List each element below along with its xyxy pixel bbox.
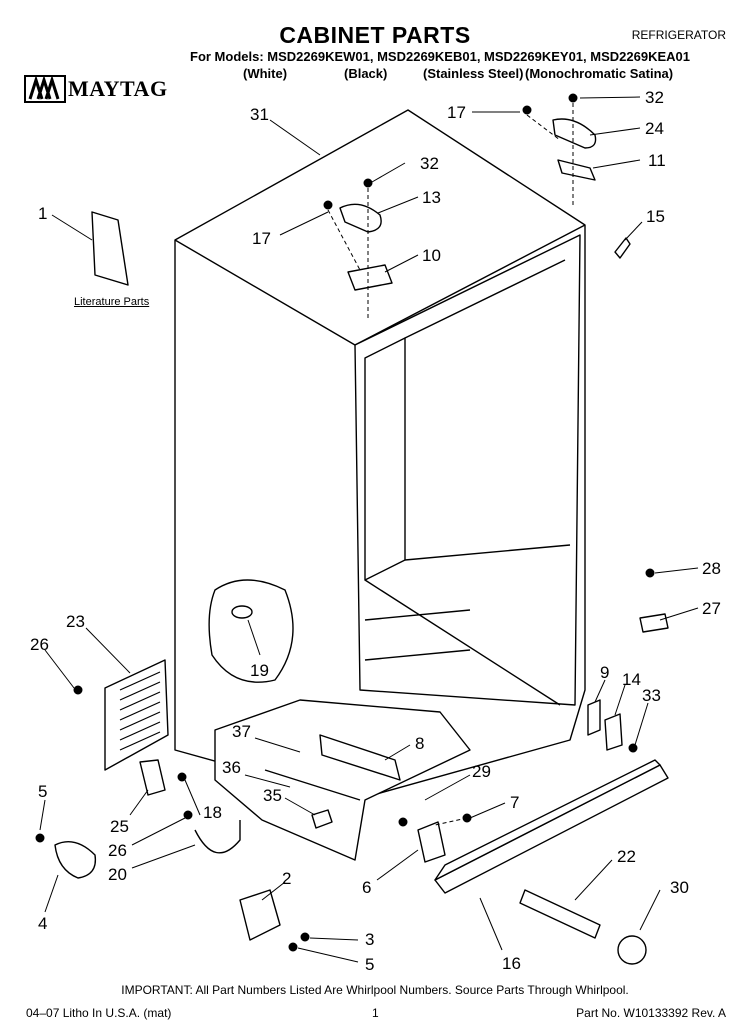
hinge-11 <box>557 159 596 181</box>
callout: 17 <box>447 103 466 122</box>
callout: 19 <box>250 661 269 680</box>
bracket-2 <box>239 889 281 941</box>
maytag-m-icon <box>24 75 66 103</box>
callout: 5 <box>38 782 47 801</box>
callout: 30 <box>670 878 689 897</box>
hinge-cover-24 <box>552 118 597 149</box>
callout: 35 <box>263 786 282 805</box>
bracket-27 <box>639 613 669 633</box>
bracket-25 <box>139 759 166 796</box>
footer-part-number: Part No. W10133392 Rev. A <box>576 1006 726 1020</box>
callout: 29 <box>472 762 491 781</box>
filter-22 <box>519 889 601 939</box>
callout: 27 <box>702 599 721 618</box>
cabinet-front-opening <box>354 234 581 706</box>
bracket-9 <box>587 699 601 736</box>
tube-8 <box>319 734 401 781</box>
part-15 <box>614 237 631 259</box>
callout: 28 <box>702 559 721 578</box>
callout: 2 <box>282 869 291 888</box>
callout: 1 <box>38 204 47 223</box>
callout: 20 <box>108 865 127 884</box>
callout: 9 <box>600 663 609 682</box>
callout: 16 <box>502 954 521 973</box>
footer-note: IMPORTANT: All Part Numbers Listed Are W… <box>121 983 629 997</box>
callout: 10 <box>422 246 441 265</box>
literature-parts-label: Literature Parts <box>74 296 150 308</box>
footer-litho: 04–07 Litho In U.S.A. (mat) <box>26 1006 172 1020</box>
hinge-cover-13 <box>339 203 382 233</box>
cap-30 <box>617 935 647 965</box>
literature-booklet <box>91 211 129 286</box>
callout: 26 <box>108 841 127 860</box>
callout: 17 <box>252 229 271 248</box>
callout: 33 <box>642 686 661 705</box>
callout: 32 <box>645 88 664 107</box>
callout: 8 <box>415 734 424 753</box>
leveler-4 <box>54 841 97 879</box>
callout: 31 <box>250 105 269 124</box>
callout: 23 <box>66 612 85 631</box>
model-variants: (White) (Black) (Stainless Steel) (Monoc… <box>0 66 750 82</box>
toe-grille-16 <box>434 764 669 894</box>
hose-20 <box>194 820 241 854</box>
brand-name: MAYTAG <box>68 76 168 101</box>
hinge-10 <box>347 264 393 291</box>
callout: 18 <box>203 803 222 822</box>
callout: 25 <box>110 817 129 836</box>
callout: 4 <box>38 914 47 933</box>
page-number: 1 <box>372 1006 379 1020</box>
bracket-14 <box>604 713 623 751</box>
maytag-logo: MAYTAG <box>24 72 194 106</box>
callout: 24 <box>645 119 664 138</box>
machine-compartment <box>214 699 471 861</box>
callout: 15 <box>646 207 665 226</box>
category-label: REFRIGERATOR <box>631 28 726 42</box>
rod-36 <box>264 769 361 801</box>
callout: 14 <box>622 670 641 689</box>
callout: 32 <box>420 154 439 173</box>
models-line: For Models: MSD2269KEW01, MSD2269KEB01, … <box>190 49 690 64</box>
page-title: CABINET PARTS <box>279 22 471 48</box>
callout: 3 <box>365 930 374 949</box>
callout: 11 <box>648 151 666 170</box>
variant-stainless: (Stainless Steel) <box>423 66 524 81</box>
variant-black: (Black) <box>344 66 388 81</box>
block-35 <box>311 809 333 829</box>
callout: 13 <box>422 188 441 207</box>
variant-satina: (Monochromatic Satina) <box>525 66 674 81</box>
rear-vent-23 <box>104 659 169 771</box>
callout: 22 <box>617 847 636 866</box>
detail-bubble-19 <box>208 579 294 683</box>
bracket-6 <box>417 821 446 863</box>
callout: 36 <box>222 758 241 777</box>
callout: 5 <box>365 955 374 974</box>
variant-white: (White) <box>243 66 288 81</box>
callout: 37 <box>232 722 251 741</box>
callout: 6 <box>362 878 371 897</box>
callout: 26 <box>30 635 49 654</box>
callout: 7 <box>510 793 519 812</box>
